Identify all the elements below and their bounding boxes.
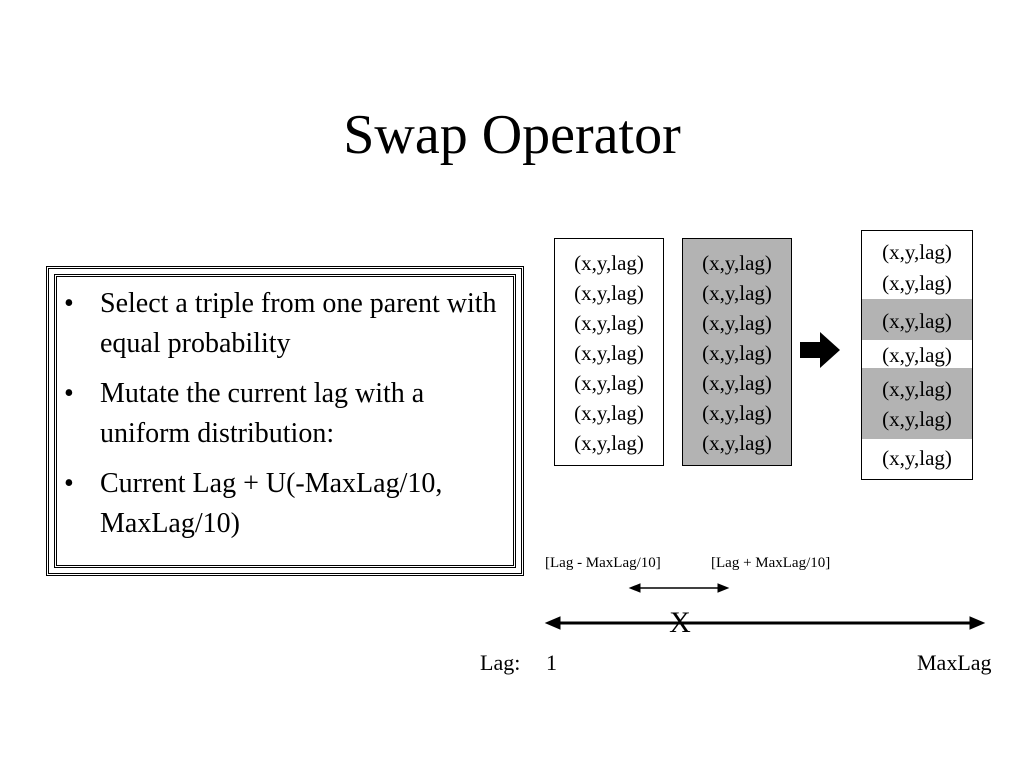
bullet-box-inner-border — [54, 274, 516, 568]
parent-b-cell: (x,y,lag) — [702, 311, 772, 335]
offspring-shaded-segment — [862, 299, 972, 340]
parent-a-cell: (x,y,lag) — [574, 311, 644, 335]
parent-a-cell: (x,y,lag) — [574, 281, 644, 305]
lag-axis-arrow — [544, 616, 986, 630]
parent-a-cell: (x,y,lag) — [574, 401, 644, 425]
bullet-list: Select a triple from one parent with equ… — [60, 284, 500, 554]
offspring-cell: (x,y,lag) — [882, 240, 952, 264]
axis-min-label: 1 — [546, 650, 557, 675]
parent-b-cell: (x,y,lag) — [702, 431, 772, 455]
offspring-cell: (x,y,lag) — [882, 271, 952, 295]
offspring-cell: (x,y,lag) — [882, 377, 952, 401]
bullet-item: Select a triple from one parent with equ… — [60, 284, 500, 364]
bullet-item: Current Lag + U(-MaxLag/10, MaxLag/10) — [60, 464, 500, 544]
axis-prefix-label: Lag: — [480, 650, 521, 675]
parent-a-cell: (x,y,lag) — [574, 371, 644, 395]
parent-b-cell: (x,y,lag) — [702, 251, 772, 275]
range-high-label: [Lag + MaxLag/10] — [711, 555, 831, 571]
bullet-item: Mutate the current lag with a uniform di… — [60, 374, 500, 454]
parent-b-cell: (x,y,lag) — [702, 281, 772, 305]
parent-a-cell: (x,y,lag) — [574, 251, 644, 275]
right-arrow-icon — [800, 332, 840, 368]
slide-title: Swap Operator — [343, 104, 681, 166]
offspring-cell: (x,y,lag) — [882, 309, 952, 333]
offspring-column: (x,y,lag) (x,y,lag) (x,y,lag) (x,y,lag) … — [861, 230, 973, 480]
bullet-box — [46, 266, 524, 576]
parent-b-cell: (x,y,lag) — [702, 371, 772, 395]
parent-b-column: (x,y,lag) (x,y,lag) (x,y,lag) (x,y,lag) … — [682, 238, 792, 466]
parent-b-cell: (x,y,lag) — [702, 401, 772, 425]
axis-max-label: MaxLag — [917, 650, 992, 675]
offspring-cell: (x,y,lag) — [882, 407, 952, 431]
range-low-label: [Lag - MaxLag/10] — [545, 555, 661, 571]
current-lag-marker: X — [669, 606, 691, 639]
offspring-shaded-segment — [862, 368, 972, 439]
parent-b-cell: (x,y,lag) — [702, 341, 772, 365]
offspring-cell: (x,y,lag) — [882, 446, 952, 470]
offspring-cell: (x,y,lag) — [882, 343, 952, 367]
parent-a-cell: (x,y,lag) — [574, 341, 644, 365]
mutation-range-arrow — [628, 583, 730, 593]
parent-a-column: (x,y,lag) (x,y,lag) (x,y,lag) (x,y,lag) … — [554, 238, 664, 466]
parent-a-cell: (x,y,lag) — [574, 431, 644, 455]
